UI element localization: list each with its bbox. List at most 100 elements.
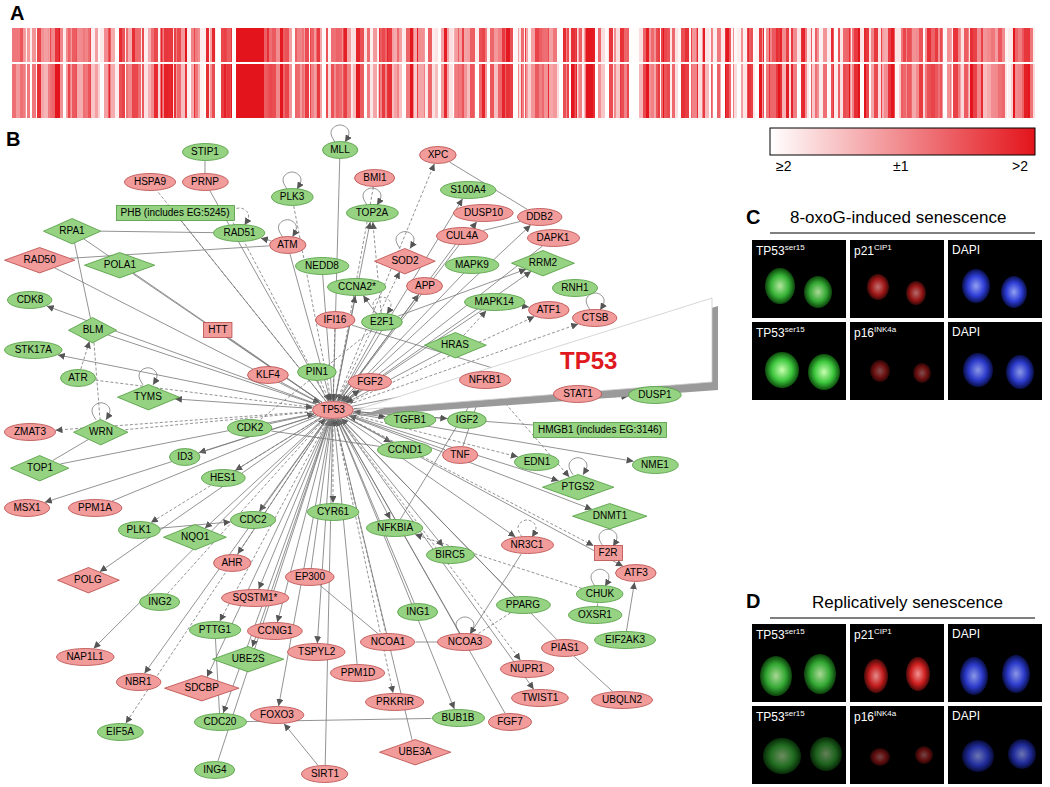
heatmap-cell [901,64,903,118]
heatmap-cell [884,64,888,118]
gene-symbol: TOP2A [356,207,389,219]
node-fill [213,646,284,671]
heatmap-cell [221,28,224,62]
panel-letter: C [746,206,760,228]
connector [133,274,322,403]
heatmap-cell [267,64,269,118]
heatmap-cell [593,64,595,118]
heatmap-cell [981,28,983,62]
heatmap-cell [453,28,454,62]
heatmap-cell [326,64,328,118]
heatmap-cell [311,64,314,118]
heatmap-cell [181,28,185,62]
connector [339,244,455,401]
gene-symbol: TYMS [134,391,162,403]
heatmap-cell [220,64,221,118]
heatmap-cell [749,28,751,62]
heatmap-cell [664,28,667,62]
heatmap-cell [854,28,858,62]
heatmap-cell [751,28,753,62]
heatmap-cell [582,28,584,62]
heatmap-cell [805,64,807,118]
heatmap-cell [834,28,838,62]
heatmap-cell [1002,64,1005,118]
gene-ellipse: PIAS1 [541,639,588,657]
heatmap-cell [413,28,414,62]
connector [478,613,511,634]
cell-nucleus [810,737,842,771]
heatmap-cell [866,28,869,62]
heatmap-cell [940,64,942,118]
heatmap-cell [158,64,160,118]
heatmap-cell [901,28,903,62]
heatmap-cell [30,28,32,62]
heatmap-cell [953,64,954,118]
gene-ellipse: APP [406,277,443,295]
gene-symbol: BLM [83,324,104,336]
heatmap-cell [455,64,458,118]
heatmap-cell [20,64,23,118]
heatmap-cell [55,28,59,62]
gene-ellipse: RAD51 [213,224,265,242]
gene-symbol: CDC2 [239,514,266,526]
heatmap-cell [878,28,881,62]
heatmap-cell [479,28,482,62]
gene-ellipse: HSPA9 [124,173,176,191]
label-group: p21CIP1 [854,627,892,642]
heatmap-cell [575,64,576,118]
node-fill [56,649,114,666]
gene-symbol: CDC20 [204,716,237,728]
gene-ellipse: DUSP1 [628,386,682,404]
connector [108,335,316,404]
node-fill [440,182,495,199]
heatmap-cell [869,28,871,62]
heatmap-cell [991,64,995,118]
connector [278,220,296,237]
heatmap-cell [226,28,227,62]
heatmap-cell [210,28,212,62]
heatmap-cell [453,64,454,118]
heatmap-cell [151,64,154,118]
heatmap-cell [458,64,459,118]
heatmap-cell [356,64,360,118]
heatmap-cell [661,64,663,118]
heatmap-cell [322,28,326,62]
heatmap-cell [991,28,995,62]
heatmap-cell [367,28,370,62]
heatmap-cell [585,28,586,62]
color-scale-bar [770,128,1035,155]
cell-nucleus [864,659,888,693]
gene-symbol: NFKBIA [377,522,413,534]
panel-rule [770,617,1035,618]
node-fill [182,174,228,191]
heatmap-cell [91,28,95,62]
gene-symbol: TP53 [321,404,345,416]
gene-symbol: HRAS [441,339,469,351]
connector [483,222,520,231]
heatmap-cell [81,64,83,118]
heatmap-cell [862,28,864,62]
heatmap-cell [410,28,413,62]
heatmap-cell [490,28,494,62]
node-fill [542,640,588,657]
node-fill [527,229,579,246]
heatmap-cell [506,64,510,118]
node-fill [554,386,602,403]
heatmap-cell [352,64,353,118]
heatmap-cell [163,28,164,62]
heatmap-cell [741,28,743,62]
heatmap-cell [764,28,766,62]
heatmap-cell [30,64,32,118]
heatmap-cell [720,28,721,62]
gene-symbol: CUL4A [446,230,478,242]
heatmap-cell [692,28,696,62]
connector [518,520,536,537]
heatmap-cell [514,28,518,62]
heatmap-cell [702,28,703,62]
heatmap-cell [72,64,76,118]
heatmap-cell [482,28,485,62]
connector [70,246,269,258]
heatmap-cell [598,28,601,62]
heatmap-cell [1018,28,1022,62]
heatmap-cell [696,28,697,62]
